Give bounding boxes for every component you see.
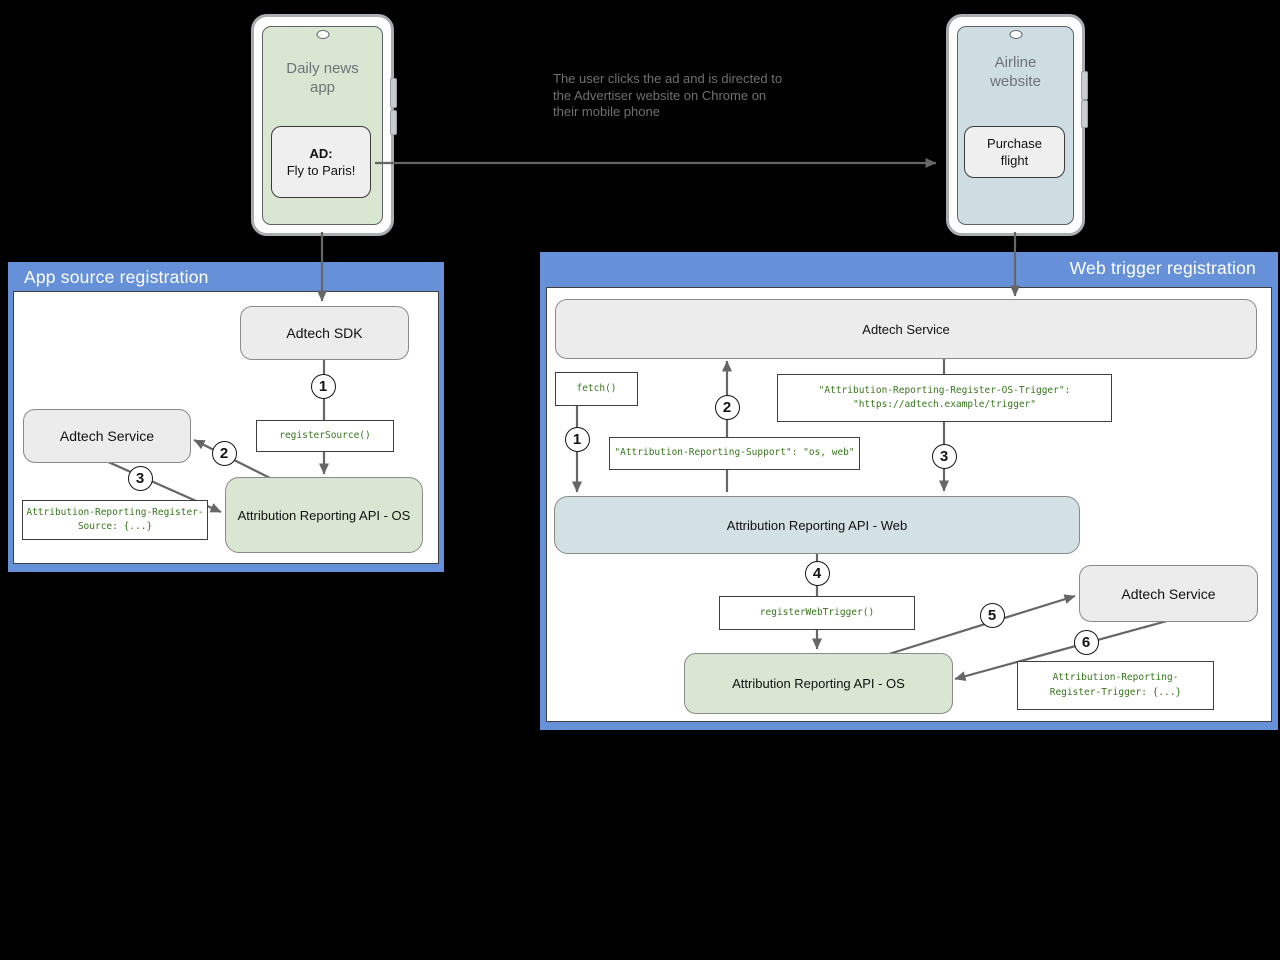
attribution-api-web-box: Attribution Reporting API - Web	[554, 496, 1080, 554]
phone-side-button	[390, 78, 397, 108]
adtech-service-right-box: Adtech Service	[1079, 565, 1258, 622]
attribution-api-os-box: Attribution Reporting API - OS	[225, 477, 423, 553]
step-6-badge-web: 6	[1073, 629, 1099, 655]
user-click-caption: The user clicks the ad and is directed t…	[553, 71, 783, 119]
step-2-badge-web: 2	[714, 394, 740, 420]
register-trigger-header-code-box: Attribution-Reporting- Register-Trigger:…	[1017, 661, 1214, 710]
os-trigger-header-code-box: "Attribution-Reporting-Register-OS-Trigg…	[777, 374, 1112, 422]
app-title: Daily news app	[286, 60, 359, 96]
phone-airline-website: Airline website Purchase flight	[946, 14, 1088, 236]
phone-side-button	[1081, 71, 1088, 100]
camera-icon	[1009, 30, 1022, 39]
register-web-trigger-code-box: registerWebTrigger()	[719, 596, 915, 630]
attribution-api-os-box-web: Attribution Reporting API - OS	[684, 653, 953, 714]
step-3-badge-web: 3	[931, 443, 957, 469]
step-4-badge-web: 4	[804, 560, 830, 586]
phone-side-button	[1081, 100, 1088, 128]
phone-screen: Daily news app AD: Fly to Paris!	[262, 26, 383, 225]
ad-banner: AD: Fly to Paris!	[271, 126, 371, 198]
support-header-code-box: "Attribution-Reporting-Support": "os, we…	[609, 437, 860, 470]
adtech-service-box: Adtech Service	[23, 409, 191, 463]
step-1-badge-app: 1	[310, 373, 336, 399]
adtech-service-top-box: Adtech Service	[555, 299, 1257, 359]
panel-title: App source registration	[24, 267, 209, 287]
step-2-badge-app: 2	[211, 440, 237, 466]
step-5-badge-web: 5	[979, 602, 1005, 628]
website-title: Airline website	[990, 54, 1041, 90]
step-1-badge-web: 1	[564, 426, 590, 452]
panel-title: Web trigger registration	[1069, 258, 1256, 278]
fetch-code-box: fetch()	[555, 372, 638, 406]
camera-icon	[316, 30, 329, 39]
phone-daily-news-app: Daily news app AD: Fly to Paris!	[251, 14, 397, 236]
ad-text: Fly to Paris!	[286, 163, 356, 178]
adtech-sdk-box: Adtech SDK	[240, 306, 409, 360]
purchase-flight-button: Purchase flight	[964, 126, 1065, 178]
step-3-badge-app: 3	[127, 465, 153, 491]
phone-screen: Airline website Purchase flight	[957, 26, 1074, 225]
phone-side-button	[390, 110, 397, 135]
register-source-header-code-box: Attribution-Reporting-Register- Source: …	[22, 500, 208, 540]
register-source-code-box: registerSource()	[256, 420, 394, 452]
ad-heading: AD:	[309, 146, 333, 161]
